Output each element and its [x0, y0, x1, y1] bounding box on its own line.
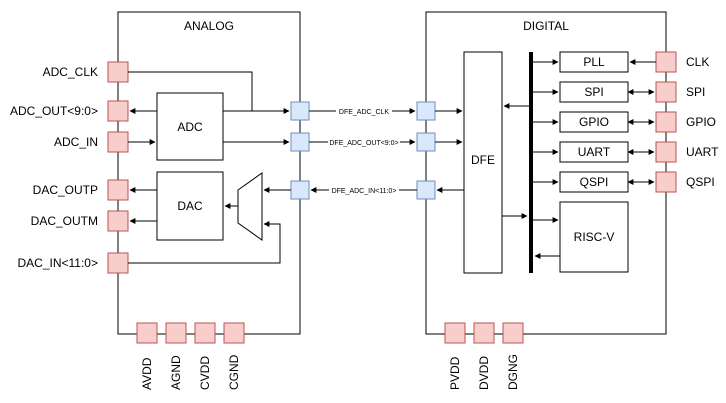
pin-qspi [655, 171, 677, 193]
pin-label-dac-outp: DAC_OUTP [33, 183, 98, 197]
power-label-agnd: AGND [169, 355, 183, 390]
dfe-block [463, 51, 503, 274]
pin-label-clk: CLK [686, 55, 709, 69]
pin-dgng [502, 322, 524, 344]
pin-avdd [136, 322, 158, 344]
power-label-cgnd: CGND [227, 354, 241, 390]
bridge-analog-out [290, 132, 310, 152]
pll-label: PLL [583, 55, 605, 69]
uart-label: UART [578, 145, 611, 159]
pin-cgnd [223, 322, 245, 344]
signal-label-in: DFE_ADC_IN<11:0> [332, 188, 397, 195]
dac-block [156, 171, 224, 241]
pin-dac-outp [107, 179, 129, 201]
gpio-label: GPIO [579, 115, 609, 129]
pin-dac-in [107, 252, 129, 274]
digital-boundary [425, 11, 667, 335]
pin-label-adc-in: ADC_IN [54, 135, 98, 149]
digital-title: DIGITAL [523, 19, 569, 33]
pin-label-gpio: GPIO [686, 115, 716, 129]
power-label-cvdd: CVDD [198, 356, 212, 390]
pin-clk [655, 51, 677, 73]
digital-domain: DIGITAL [425, 11, 667, 335]
pin-pvdd [444, 322, 466, 344]
dac-label: DAC [177, 199, 203, 213]
spi-label: SPI [584, 85, 603, 99]
adc-label: ADC [177, 120, 203, 134]
pin-label-dac-outm: DAC_OUTM [31, 214, 98, 228]
pin-label-adc-out: ADC_OUT<9:0> [10, 104, 98, 118]
pin-label-adc-clk: ADC_CLK [43, 65, 98, 79]
power-label-dvdd: DVDD [477, 356, 491, 390]
pin-adc-out [107, 100, 129, 122]
qspi-label: QSPI [580, 175, 609, 189]
riscv-block [559, 201, 629, 273]
pin-label-spi: SPI [686, 85, 705, 99]
pin-cvdd [194, 322, 216, 344]
pin-label-dac-in: DAC_IN<11:0> [18, 256, 99, 270]
pin-uart [655, 141, 677, 163]
signal-bg-out [328, 137, 400, 147]
power-label-dgng: DGNG [506, 354, 520, 390]
wire-dac-in [128, 221, 281, 264]
power-label-pvdd: PVDD [448, 356, 462, 390]
pin-gpio [655, 111, 677, 133]
bridge-digital-out [416, 132, 436, 152]
pin-dvdd [473, 322, 495, 344]
signal-bg-in [329, 185, 399, 195]
pin-dac-outm [107, 210, 129, 232]
pll-block [559, 51, 629, 73]
pin-adc-clk [107, 61, 129, 83]
pin-adc-in [107, 131, 129, 153]
bridge-digital-clk [416, 101, 436, 121]
pin-label-qspi: QSPI [686, 175, 715, 189]
wire-adc-clk [128, 71, 253, 111]
riscv-label: RISC-V [574, 230, 615, 244]
signal-bg-clk [336, 106, 392, 116]
dfe-label: DFE [471, 153, 495, 167]
signal-label-clk: DFE_ADC_CLK [339, 109, 390, 116]
bridge-analog-in [290, 180, 310, 200]
bridge-analog-clk [290, 101, 310, 121]
signal-label-out: DFE_ADC_OUT<9:0> [329, 140, 398, 147]
dac-mux [237, 172, 263, 241]
analog-title: ANALOG [184, 19, 234, 33]
pin-spi [655, 81, 677, 103]
system-bus [529, 52, 533, 273]
pin-label-uart: UART [686, 145, 719, 159]
bridge-digital-in [416, 180, 436, 200]
adc-block [156, 92, 224, 161]
pin-agnd [165, 322, 187, 344]
power-label-avdd: AVDD [140, 357, 154, 390]
